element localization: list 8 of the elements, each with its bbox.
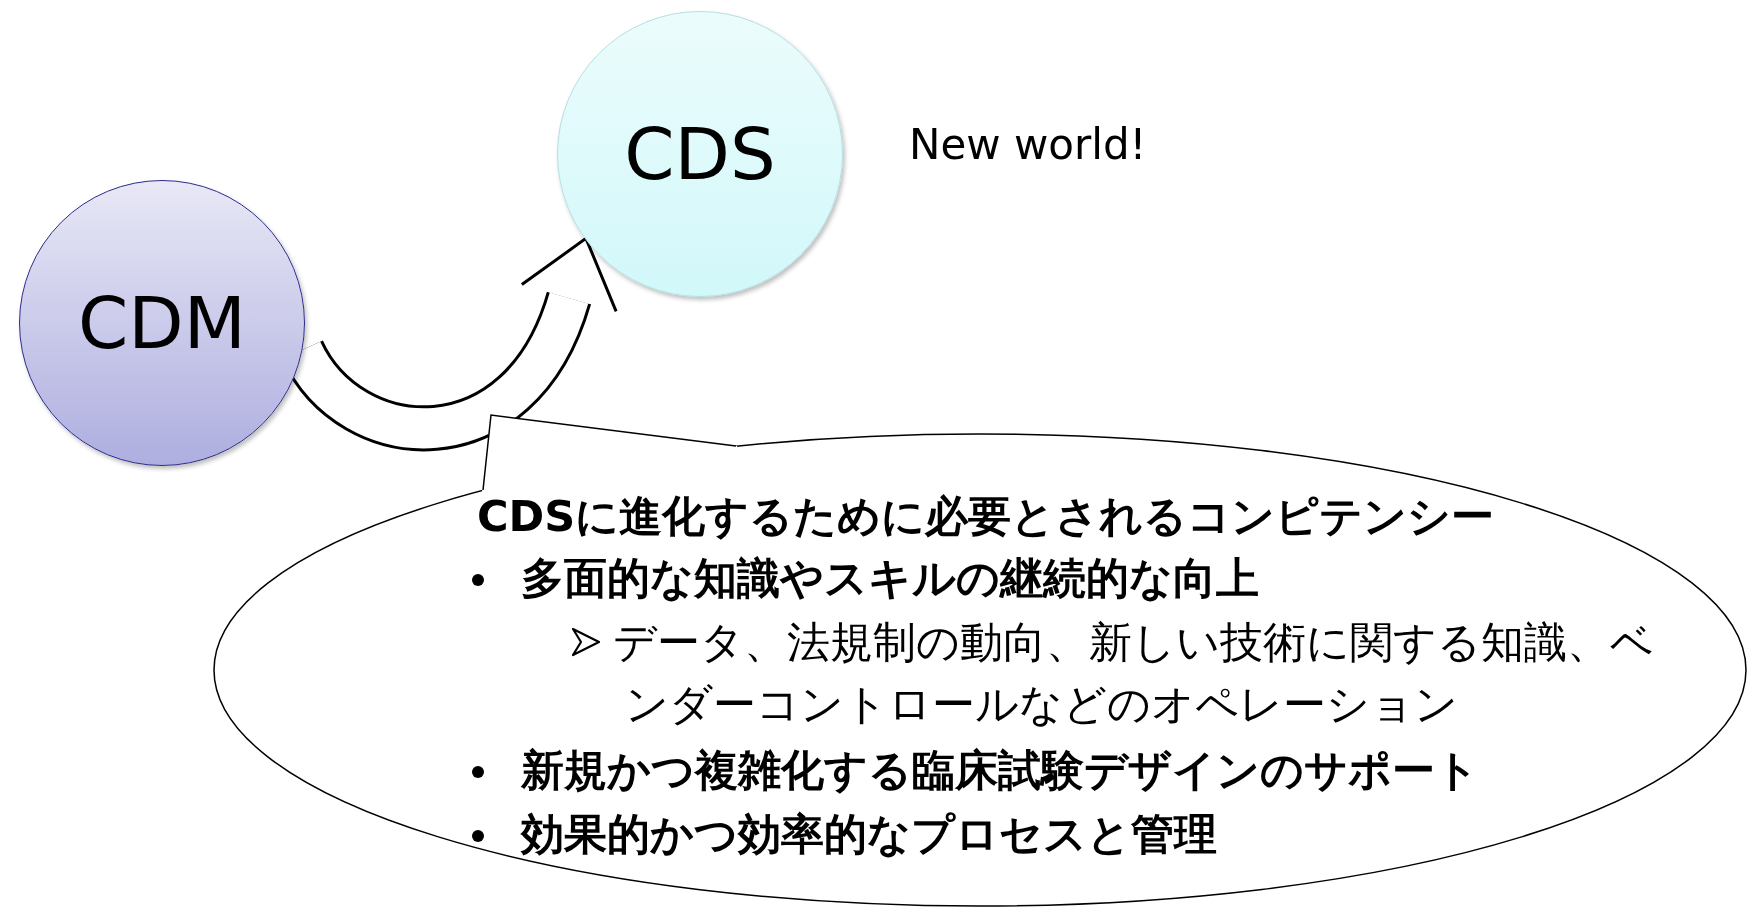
callout-heading: CDSに進化するために必要とされるコンピテンシー	[477, 490, 1496, 543]
node-label: CDS	[624, 112, 776, 196]
sub-bullet-text: データ、法規制の動向、新しい技術に関する知識、ベンダーコントロールなどのオペレーション	[613, 616, 1655, 731]
text-label: New world!	[909, 120, 1147, 169]
bullet-text: 新規かつ複雑化する臨床試験デザインのサポート	[521, 744, 1480, 797]
bullet-text: 効果的かつ効率的なプロセスと管理	[521, 808, 1218, 861]
bullet-text: 多面的な知識やスキルの継続的な向上	[521, 552, 1260, 605]
node-label: CDM	[78, 281, 246, 365]
